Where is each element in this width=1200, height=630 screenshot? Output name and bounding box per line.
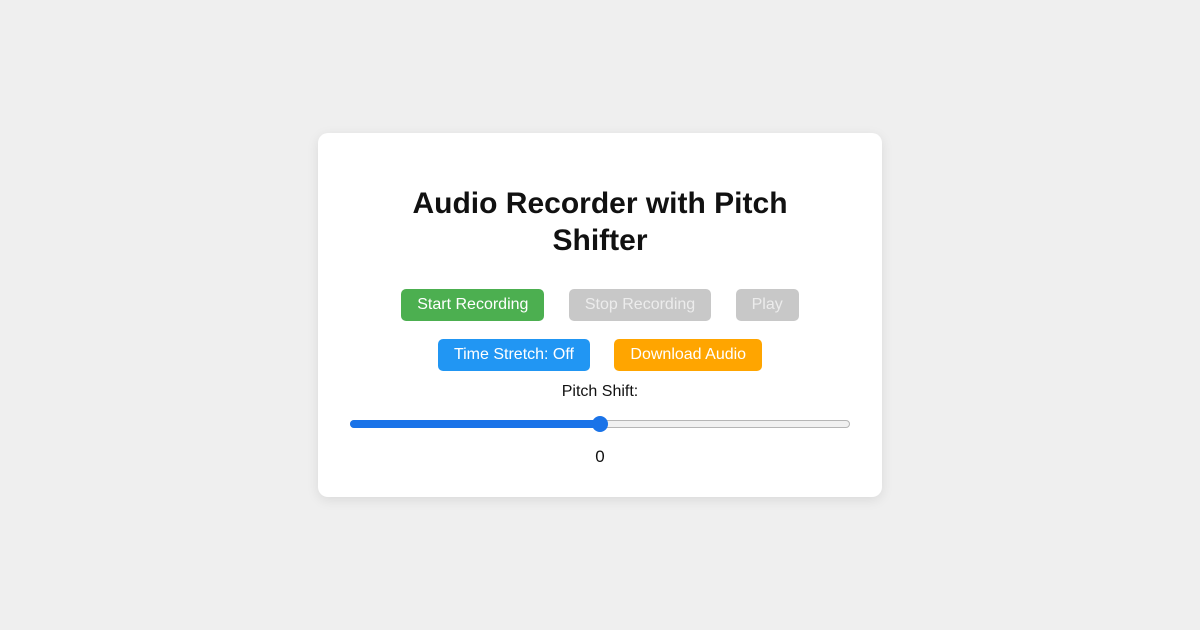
processing-controls-row: Time Stretch: Off Download Audio bbox=[318, 339, 882, 371]
play-button[interactable]: Play bbox=[735, 289, 799, 321]
pitch-slider[interactable] bbox=[350, 416, 850, 432]
page-title: Audio Recorder with Pitch Shifter bbox=[412, 187, 788, 257]
start-recording-button[interactable]: Start Recording bbox=[401, 289, 545, 321]
pitch-shift-label: Pitch Shift: bbox=[561, 383, 639, 400]
download-audio-button[interactable]: Download Audio bbox=[614, 339, 763, 371]
audio-recorder-card: Audio Recorder with Pitch Shifter Start … bbox=[318, 133, 882, 497]
pitch-shift-value: 0 bbox=[595, 447, 605, 466]
stop-recording-button[interactable]: Stop Recording bbox=[568, 289, 712, 321]
pitch-slider-fill bbox=[350, 420, 600, 428]
recording-controls-row: Start Recording Stop Recording Play bbox=[318, 289, 882, 321]
pitch-slider-thumb[interactable] bbox=[592, 416, 608, 432]
time-stretch-toggle-button[interactable]: Time Stretch: Off bbox=[437, 339, 590, 371]
